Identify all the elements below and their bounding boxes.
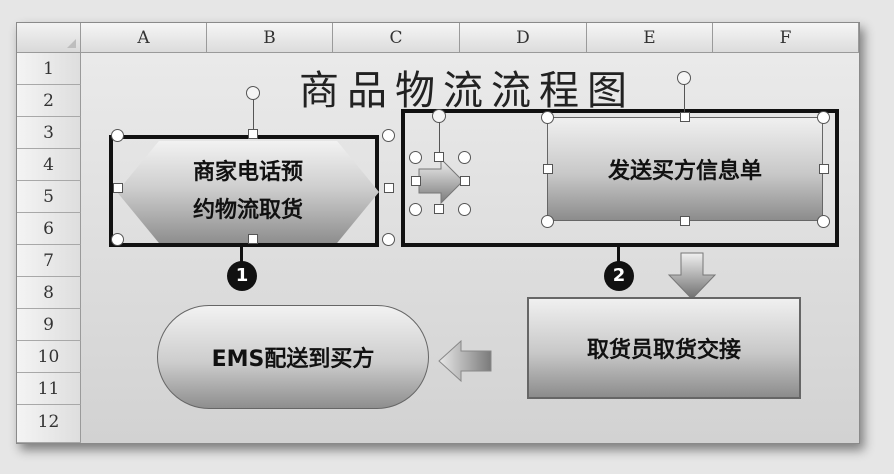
- row-header-11[interactable]: 11: [17, 373, 81, 405]
- callout-frame-2: [401, 109, 839, 247]
- hexagon-text-line-2: 约物流取货: [192, 198, 303, 223]
- column-header-f[interactable]: F: [713, 23, 859, 53]
- column-header-e[interactable]: E: [587, 23, 713, 53]
- arrow-handle-nw[interactable]: [409, 151, 422, 164]
- rect-handle-s[interactable]: [680, 216, 690, 226]
- row-header-2[interactable]: 2: [17, 85, 81, 117]
- arrow-down-icon[interactable]: [667, 251, 717, 301]
- rect-shape-send-info[interactable]: 发送买方信息单: [547, 117, 823, 221]
- arrow-handle-e[interactable]: [460, 176, 470, 186]
- resize-handle-w[interactable]: [113, 183, 123, 193]
- column-header-a[interactable]: A: [81, 23, 207, 53]
- callout-badge-2: 2: [604, 261, 634, 291]
- arrow-right-small-icon[interactable]: [413, 155, 467, 207]
- hexagon-text-line-1: 商家电话预: [192, 160, 303, 185]
- row-header-3[interactable]: 3: [17, 117, 81, 149]
- rect-shape-pickup-handover[interactable]: 取货员取货交接: [527, 297, 801, 399]
- rotation-line: [253, 96, 254, 132]
- select-all-triangle-icon: [67, 39, 76, 48]
- resize-handle-ne[interactable]: [382, 129, 395, 142]
- row-header-4[interactable]: 4: [17, 149, 81, 181]
- hexagon-shape-text[interactable]: 商家电话预 约物流取货: [117, 141, 379, 243]
- callout-badge-1: 1: [227, 261, 257, 291]
- row-header-1[interactable]: 1: [17, 53, 81, 85]
- rect-rotation-handle-icon[interactable]: [677, 71, 691, 85]
- rect-handle-se[interactable]: [817, 215, 830, 228]
- callout-leader-2: [617, 247, 620, 263]
- resize-handle-e[interactable]: [384, 183, 394, 193]
- rect-handle-ne[interactable]: [817, 111, 830, 124]
- column-header-c[interactable]: C: [333, 23, 460, 53]
- arrow-rotation-line: [439, 119, 440, 153]
- rect-handle-w[interactable]: [543, 164, 553, 174]
- rotation-handle-icon[interactable]: [246, 86, 260, 100]
- arrow-handle-n[interactable]: [434, 152, 444, 162]
- column-header-b[interactable]: B: [207, 23, 333, 53]
- hexagon-shape-merchant-call[interactable]: [117, 141, 379, 243]
- row-header-10[interactable]: 10: [17, 341, 81, 373]
- rect-rotation-line: [684, 81, 685, 117]
- arrow-handle-w[interactable]: [411, 176, 421, 186]
- callout-leader-1: [240, 247, 243, 263]
- rect-handle-n[interactable]: [680, 112, 690, 122]
- rounded-shape-ems-delivery[interactable]: EMS配送到买方: [157, 305, 429, 409]
- row-header-5[interactable]: 5: [17, 181, 81, 213]
- rect-handle-nw[interactable]: [541, 111, 554, 124]
- rect-handle-sw[interactable]: [541, 215, 554, 228]
- row-header-12[interactable]: 12: [17, 405, 81, 443]
- resize-handle-sw[interactable]: [111, 233, 124, 246]
- arrow-left-icon[interactable]: [437, 339, 493, 383]
- column-header-d[interactable]: D: [460, 23, 587, 53]
- arrow-handle-s[interactable]: [434, 204, 444, 214]
- flowchart-title[interactable]: 商品物流流程图: [299, 68, 635, 114]
- resize-handle-s[interactable]: [248, 234, 258, 244]
- resize-handle-se[interactable]: [382, 233, 395, 246]
- arrow-handle-ne[interactable]: [458, 151, 471, 164]
- arrow-rotation-handle-icon[interactable]: [432, 109, 446, 123]
- row-header-9[interactable]: 9: [17, 309, 81, 341]
- row-header-6[interactable]: 6: [17, 213, 81, 245]
- select-all-corner[interactable]: [17, 23, 81, 53]
- arrow-handle-sw[interactable]: [409, 203, 422, 216]
- worksheet[interactable]: A B C D E F 1 2 3 4 5 6 7 8 9 10 11 12 商…: [16, 22, 860, 444]
- resize-handle-n[interactable]: [248, 129, 258, 139]
- arrow-handle-se[interactable]: [458, 203, 471, 216]
- rect-handle-e[interactable]: [819, 164, 829, 174]
- row-header-8[interactable]: 8: [17, 277, 81, 309]
- row-header-7[interactable]: 7: [17, 245, 81, 277]
- resize-handle-nw[interactable]: [111, 129, 124, 142]
